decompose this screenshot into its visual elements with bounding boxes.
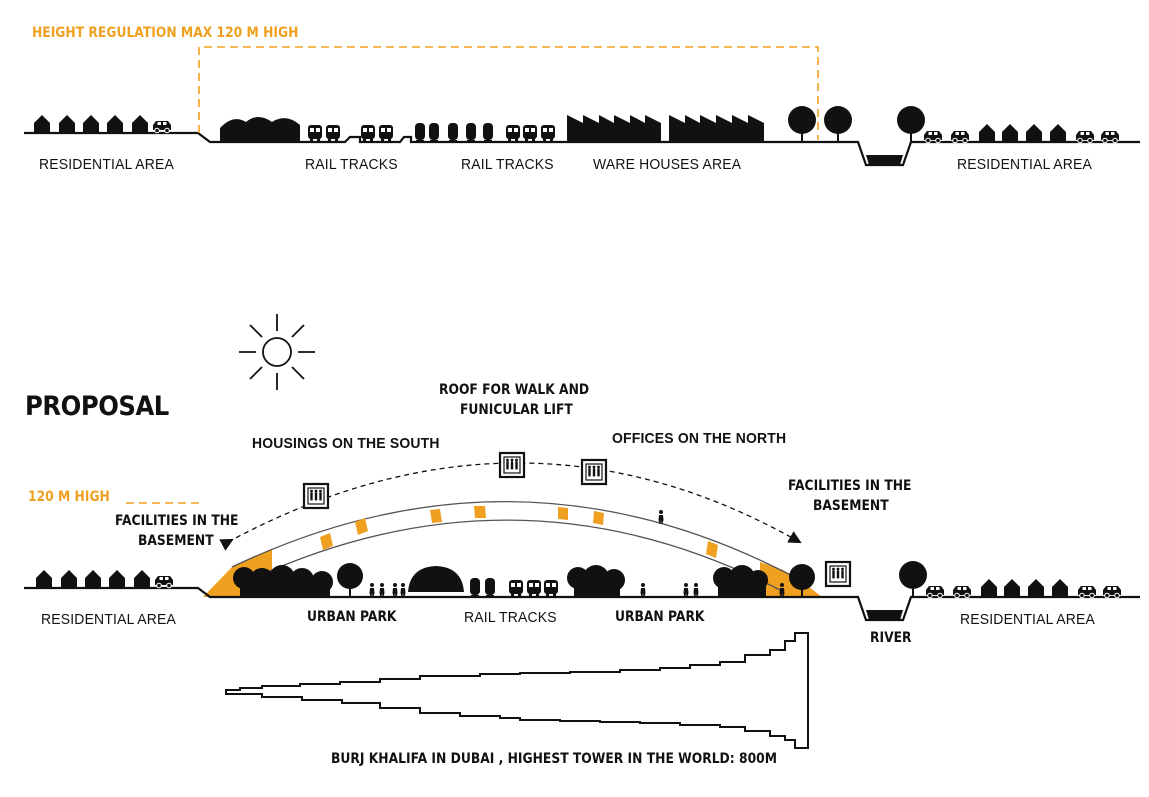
- lift-icon-top: [498, 451, 526, 479]
- proposal-title: PROPOSAL: [25, 391, 169, 422]
- proposal-trees-right: [713, 564, 815, 597]
- roof-walker-icon: [658, 510, 664, 524]
- height-regulation-label: HEIGHT REGULATION MAX 120 M HIGH: [32, 25, 299, 41]
- proposal-houses-right: [925, 579, 1122, 599]
- river-label: RIVER: [870, 630, 912, 646]
- existing-residential-right-label: RESIDENTIAL AREA: [957, 156, 1093, 173]
- proposal-section: [24, 451, 1140, 622]
- existing-rail-tracks-1-label: RAIL TRACKS: [305, 156, 398, 173]
- proposal-trees-middle: [567, 565, 625, 597]
- facilities-right-line2: BASEMENT: [813, 498, 889, 514]
- existing-houses-right: [923, 124, 1120, 144]
- existing-trees: [788, 106, 925, 142]
- lift-icon-north: [580, 458, 608, 486]
- proposal-trees-left: [233, 563, 363, 597]
- proposal-residential-right-label: RESIDENTIAL AREA: [960, 611, 1096, 628]
- proposal-people-2: [640, 583, 699, 597]
- proposal-people-1: [369, 583, 406, 597]
- arch-outer: [231, 500, 801, 581]
- proposal-ground-line: [24, 586, 1140, 622]
- proposal-rail-tracks-label: RAIL TRACKS: [464, 609, 557, 626]
- arch-panels: [320, 506, 718, 558]
- existing-trains-2: [415, 123, 555, 142]
- urban-park-1-label: URBAN PARK: [307, 609, 397, 625]
- lift-icon-south: [302, 482, 330, 510]
- roof-label-line1: ROOF FOR WALK AND: [439, 382, 590, 398]
- urban-park-2-label: URBAN PARK: [615, 609, 705, 625]
- roof-label-line2: FUNICULAR LIFT: [460, 402, 573, 418]
- existing-houses-left: [34, 115, 172, 134]
- existing-residential-left-label: RESIDENTIAL AREA: [39, 156, 175, 173]
- existing-warehouses-label: WARE HOUSES AREA: [593, 156, 742, 173]
- facilities-left-line1: FACILITIES IN THE: [115, 513, 239, 529]
- sun-icon: [239, 314, 315, 390]
- existing-river: [866, 155, 903, 165]
- proposal-tree-river: [899, 561, 927, 597]
- proposal-residential-left-label: RESIDENTIAL AREA: [41, 611, 177, 628]
- burj-caption: BURJ KHALIFA IN DUBAI , HIGHEST TOWER IN…: [331, 751, 777, 767]
- height-regulation-line: [198, 46, 819, 140]
- lift-icon-basement: [824, 560, 852, 588]
- housings-label: HOUSINGS ON THE SOUTH: [252, 435, 440, 452]
- existing-hangars: [220, 117, 300, 142]
- facilities-right-line1: FACILITIES IN THE: [788, 478, 912, 494]
- existing-trains-1: [308, 125, 393, 142]
- burj-khalifa-outline: [225, 632, 809, 749]
- existing-rail-tracks-2-label: RAIL TRACKS: [461, 156, 554, 173]
- proposal-river: [866, 610, 903, 620]
- offices-label: OFFICES ON THE NORTH: [612, 430, 787, 447]
- proposal-trains: [470, 578, 558, 597]
- proposal-shrub: [408, 566, 464, 592]
- facilities-left-line2: BASEMENT: [138, 533, 214, 549]
- proposal-houses-left: [36, 570, 174, 589]
- existing-warehouses: [567, 115, 764, 142]
- existing-section: [24, 46, 1140, 167]
- height-marker-label: 120 M HIGH: [28, 489, 110, 505]
